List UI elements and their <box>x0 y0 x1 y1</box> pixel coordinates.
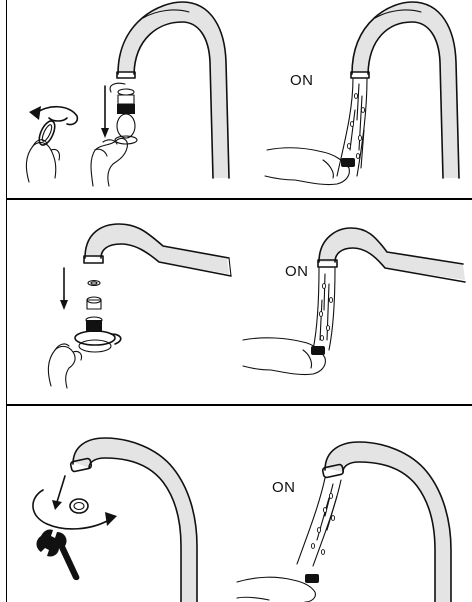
hand-icon <box>243 338 325 375</box>
step-1-panel: ON <box>7 0 472 198</box>
hand-icon <box>265 148 355 185</box>
water-stream-icon <box>313 268 335 350</box>
aerator-icon <box>75 281 121 353</box>
hand-icon <box>91 138 127 186</box>
step-2-panel: ON <box>7 200 472 404</box>
wrench-icon <box>37 529 80 580</box>
water-stream-icon <box>297 478 341 566</box>
faucet-icon <box>7 406 472 602</box>
hand-icon <box>26 140 59 182</box>
aerator-icon <box>115 89 137 144</box>
step-3-panel: ON <box>7 406 472 602</box>
on-label: ON <box>272 479 296 496</box>
faucet-icon <box>7 0 472 198</box>
on-label: ON <box>290 72 314 89</box>
rotate-arrow-icon <box>33 490 117 529</box>
faucet-icon <box>7 200 472 404</box>
aerator-icon <box>70 499 88 513</box>
hand-icon <box>48 344 81 388</box>
hand-icon <box>237 574 319 602</box>
on-label: ON <box>285 263 309 280</box>
